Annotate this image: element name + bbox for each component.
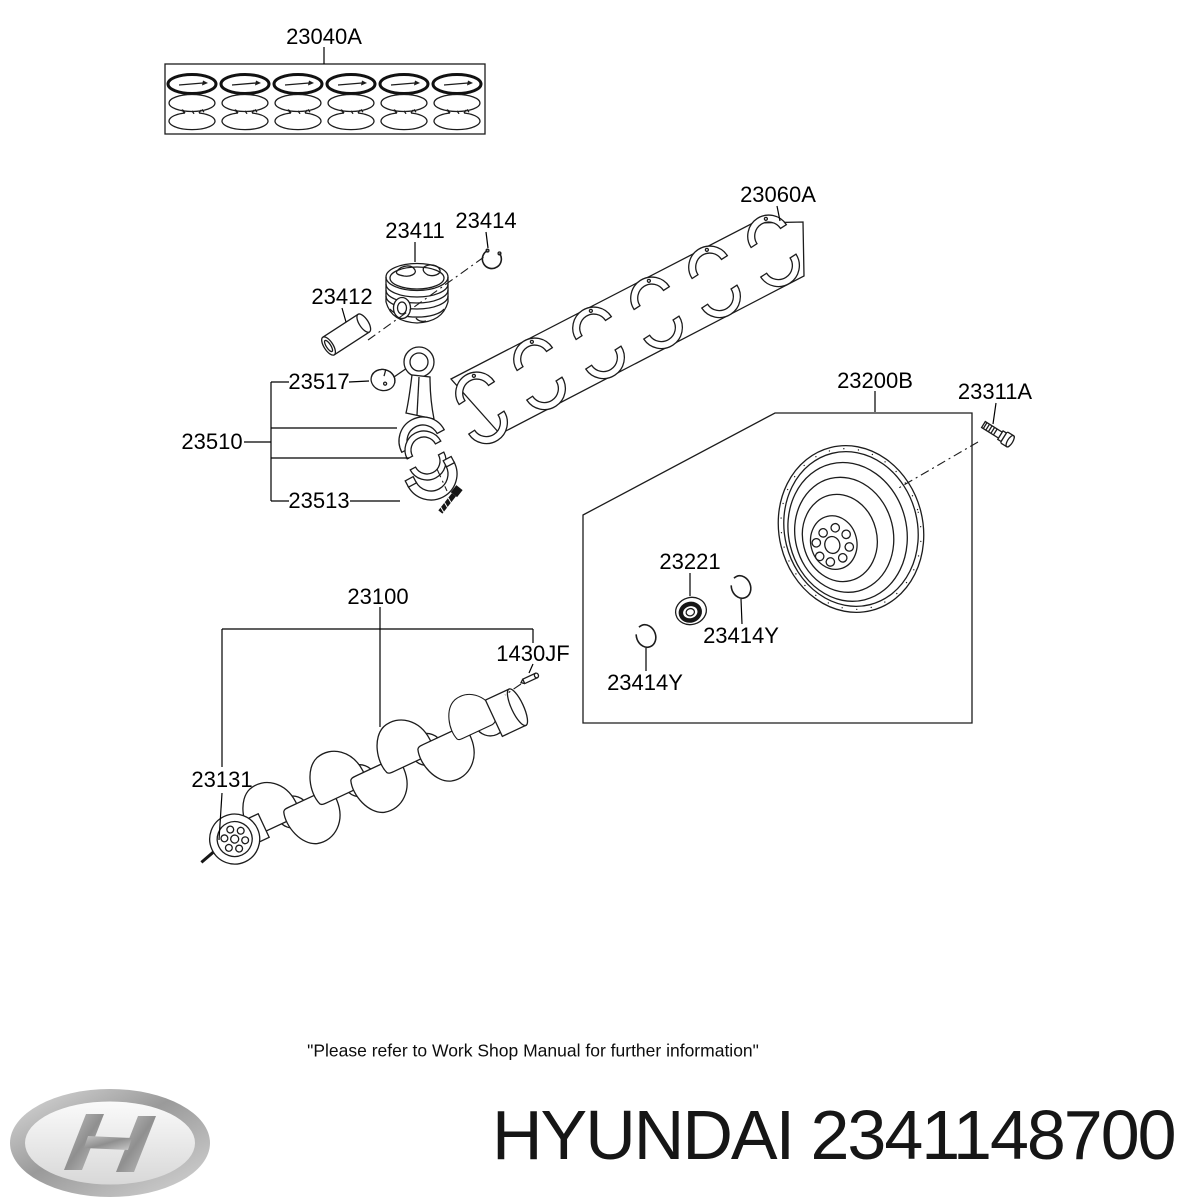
brand-title: HYUNDAI 2341148700 <box>492 1096 1177 1174</box>
part-label-23412: 23412 <box>311 284 373 309</box>
snap-ring-y-lower-drawing <box>635 623 657 649</box>
key-centerline <box>504 683 522 696</box>
flywheel-bolt-drawing <box>980 420 1015 448</box>
main-bearing-set-drawing <box>440 206 815 453</box>
snap-ring-drawing <box>481 248 503 270</box>
part-label-23513: 23513 <box>288 488 350 513</box>
part-label-23200B: 23200B <box>837 368 913 393</box>
part-label-23414: 23414 <box>455 208 517 233</box>
key-pin-drawing <box>520 672 540 685</box>
small-end-bushing-drawing <box>370 368 396 392</box>
part-label-23060A: 23060A <box>740 182 816 207</box>
connecting-rod-drawing <box>398 346 463 514</box>
flywheel-drawing <box>777 445 925 613</box>
part-label-23131: 23131 <box>191 767 253 792</box>
rod-bolt-drawing <box>438 485 463 514</box>
part-label-23221: 23221 <box>659 549 721 574</box>
pin-axis-centerline <box>367 256 485 341</box>
leader-lines <box>218 47 997 841</box>
part-label-23100: 23100 <box>347 584 409 609</box>
snap-ring-y-upper-drawing <box>730 574 752 600</box>
part-label-23517: 23517 <box>288 369 350 394</box>
part-label-23414Y: 23414Y <box>703 623 779 648</box>
hyundai-logo-icon <box>10 1089 210 1197</box>
part-label-23040A: 23040A <box>286 24 362 49</box>
part-label-23311A: 23311A <box>957 379 1033 404</box>
crankshaft-drawing <box>200 685 529 865</box>
flywheel-box-drawing <box>582 412 973 724</box>
pilot-bearing-drawing <box>674 596 708 626</box>
part-label-23510: 23510 <box>181 429 243 454</box>
piston-drawing <box>385 262 449 324</box>
piston-rings-box-drawing <box>164 63 486 135</box>
bushing-pointer-line <box>393 367 408 378</box>
part-label-23411: 23411 <box>385 218 445 243</box>
footer-note: "Please refer to Work Shop Manual for fu… <box>307 1040 759 1061</box>
bolt-centerline <box>896 441 979 490</box>
piston-pin-drawing <box>321 313 372 356</box>
part-label-23414Y: 23414Y <box>607 670 683 695</box>
part-label-1430JF: 1430JF <box>496 641 570 666</box>
